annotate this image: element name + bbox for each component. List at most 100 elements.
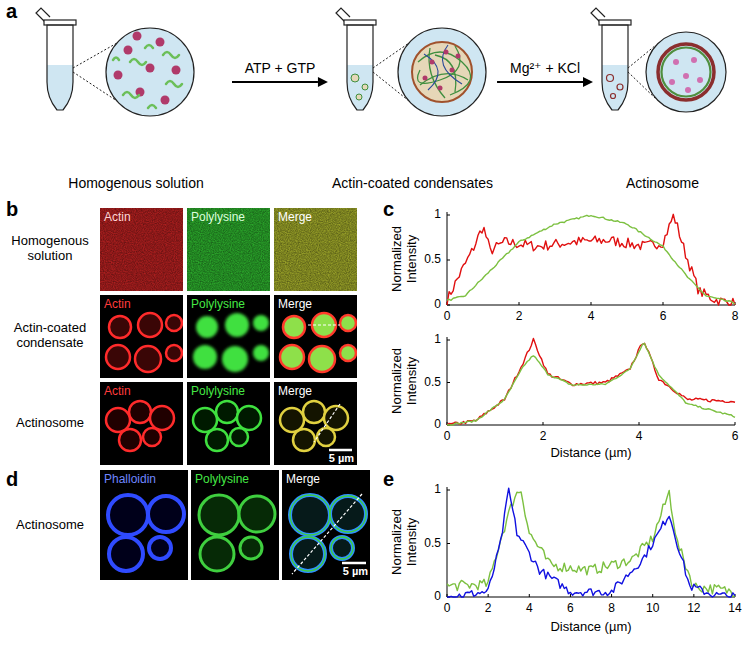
tick-label: 0	[444, 430, 451, 444]
axis-title: Normalized Intensity	[390, 213, 420, 305]
channel-label: Polylysine	[191, 385, 245, 399]
micrograph	[100, 295, 183, 378]
channel-label: Merge	[278, 211, 312, 225]
figure-part	[187, 208, 270, 291]
tick-mark	[735, 422, 736, 425]
figure-part	[398, 28, 486, 116]
figure-part	[191, 470, 279, 580]
figure-part	[282, 470, 370, 580]
tick-label: 6	[660, 310, 667, 324]
stage-node: Actinosome	[593, 4, 732, 196]
figure-part	[193, 313, 269, 372]
figure-part	[106, 313, 182, 372]
figure-part	[274, 382, 357, 465]
tick-mark	[447, 543, 450, 544]
intensity-profile	[447, 339, 735, 426]
intensity-profile	[447, 215, 735, 304]
figure-part	[658, 44, 714, 100]
figure-part	[607, 75, 624, 99]
figure-part	[329, 449, 352, 452]
figure-part	[280, 313, 356, 372]
tick-mark	[652, 594, 653, 597]
tick-label: 8	[732, 310, 739, 324]
figure-part	[424, 45, 462, 90]
scale-bar-label: 5 µm	[343, 565, 368, 578]
micrograph	[274, 382, 357, 465]
channel-label: Phalloidin	[104, 473, 156, 487]
tick-label: 4	[588, 310, 595, 324]
figure-part	[187, 382, 270, 465]
intensity-profile	[447, 214, 735, 305]
axis-title: Distance (µm)	[550, 620, 631, 635]
tick-label: 14	[728, 602, 741, 616]
channel-label: Merge	[286, 473, 320, 487]
figure-part	[611, 94, 616, 99]
tick-mark	[519, 302, 520, 305]
tick-mark	[447, 490, 450, 491]
figure-part	[106, 401, 174, 451]
tick-label: 6	[567, 602, 574, 616]
intensity-profile	[447, 343, 735, 425]
tick-label: 8	[608, 602, 615, 616]
arrow-head	[583, 77, 593, 87]
figure-part	[106, 28, 194, 116]
micrograph	[100, 470, 188, 580]
figure-part	[193, 401, 261, 451]
tick-label: 0	[434, 418, 441, 432]
figure-part	[36, 8, 76, 110]
arrow-head	[318, 77, 328, 87]
channel-label: Polylysine	[191, 211, 245, 225]
tick-mark	[591, 302, 592, 305]
figure-part	[280, 401, 348, 451]
figure-part	[100, 382, 183, 465]
figure-part	[274, 295, 357, 378]
row-label: Actinosome	[4, 416, 96, 431]
figure-part	[123, 92, 139, 98]
figure-part	[412, 42, 472, 102]
axis-title: Normalized Intensity	[390, 335, 420, 427]
channel-label: Polylysine	[195, 473, 249, 487]
axis-title: Distance (µm)	[550, 446, 631, 461]
micrograph	[191, 470, 279, 580]
tick-label: 2	[516, 310, 523, 324]
tick-mark	[639, 422, 640, 425]
panel-letter: b	[6, 198, 18, 221]
tick-label: 1	[434, 333, 441, 347]
figure-part	[308, 324, 340, 325]
figure-part	[108, 495, 184, 571]
figure-part	[100, 470, 188, 580]
figure-part	[438, 86, 443, 91]
figure-part	[133, 32, 142, 41]
x-axis	[447, 425, 735, 426]
figure-part	[314, 404, 340, 442]
figure-part	[130, 59, 146, 65]
tick-mark	[447, 260, 450, 261]
panel-letter: a	[6, 0, 17, 23]
channel-label: Actin	[104, 298, 131, 312]
arrow-shaft	[232, 81, 318, 83]
figure-part	[163, 52, 179, 58]
figure-part	[669, 57, 703, 93]
micrograph	[100, 382, 183, 465]
figure-part	[424, 54, 438, 90]
arrow-label: Mg²⁺ + KCl	[508, 60, 582, 76]
figure-part	[199, 495, 275, 571]
figure-part	[166, 81, 182, 87]
arrow-shaft	[497, 81, 583, 83]
tube-illustration	[336, 8, 486, 116]
figure-part	[442, 45, 462, 84]
figure-part	[336, 8, 376, 110]
stage-label: Homogenous solution	[68, 175, 203, 192]
tick-label: 10	[646, 602, 659, 616]
figure-part	[591, 8, 631, 110]
figure-part	[418, 52, 471, 95]
figure-part	[156, 38, 165, 47]
tick-mark	[488, 594, 489, 597]
micrograph	[274, 295, 357, 378]
figure-part	[685, 87, 691, 93]
tick-label: 0	[434, 298, 441, 312]
figure-part	[691, 57, 697, 63]
stage-node: Homogenous solution	[40, 4, 232, 196]
